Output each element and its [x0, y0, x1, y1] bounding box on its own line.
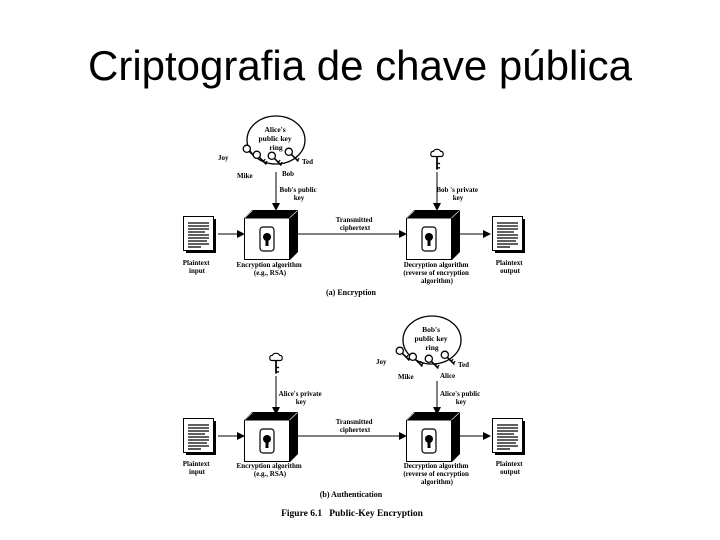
- plaintext-input-document: [183, 216, 217, 254]
- plaintext-output-document: [492, 216, 526, 254]
- decryption-algorithm-box: [406, 412, 460, 462]
- keyring-name-alice: Alice: [440, 372, 455, 380]
- right-key-label: Bob 's private key: [436, 186, 479, 202]
- transmitted-ciphertext-label: Transmitted ciphertext: [336, 418, 375, 434]
- left-key-label: Alice's private key: [279, 390, 324, 406]
- keyring-name-ted: Ted: [458, 361, 469, 369]
- plaintext-input-label: Plaintext input: [183, 460, 212, 476]
- keyring-label: Bob's public key ring: [414, 325, 449, 352]
- encryption-algorithm-label: Encryption algorithm (e.g., RSA): [237, 261, 304, 277]
- keyring-name-mike: Mike: [237, 172, 253, 180]
- private-key-icon: [269, 352, 283, 375]
- decryption-algorithm-box: [406, 210, 460, 260]
- plaintext-input-document: [183, 418, 217, 456]
- keyring-name-mike: Mike: [398, 373, 414, 381]
- private-key-icon: [430, 148, 444, 171]
- encryption-algorithm-box: [244, 412, 298, 462]
- decryption-algorithm-label: Decryption algorithm (reverse of encrypt…: [403, 261, 470, 285]
- keyring-name-bob: Bob: [282, 170, 294, 178]
- panel-sublabel: (a) Encryption: [326, 288, 377, 297]
- right-key-label: Alice's public key: [440, 390, 482, 406]
- panel-authentication: Bob's public key ring Joy Ted Mike Alice…: [183, 315, 526, 499]
- plaintext-output-label: Plaintext output: [496, 460, 525, 476]
- keyring-name-joy: Joy: [376, 358, 387, 366]
- keyring-name-ted: Ted: [302, 158, 313, 166]
- slide-title: Criptografia de chave pública: [88, 42, 632, 89]
- figure-caption: Figure 6.1 Public-Key Encryption: [281, 509, 424, 519]
- encryption-algorithm-box: [244, 210, 298, 260]
- panel-sublabel: (b) Authentication: [320, 490, 383, 499]
- keyring-label: Alice's public key ring: [258, 125, 293, 152]
- plaintext-output-document: [492, 418, 526, 456]
- plaintext-input-label: Plaintext input: [183, 259, 212, 275]
- transmitted-ciphertext-label: Transmitted ciphertext: [336, 216, 375, 232]
- plaintext-output-label: Plaintext output: [496, 259, 525, 275]
- encryption-algorithm-label: Encryption algorithm (e.g., RSA): [237, 462, 304, 478]
- decryption-algorithm-label: Decryption algorithm (reverse of encrypt…: [403, 462, 470, 486]
- left-key-label: Bob's public key: [280, 186, 319, 202]
- panel-encryption: Alice's public key ring Joy Ted Mike Bob…: [183, 115, 526, 297]
- keyring-name-joy: Joy: [218, 154, 229, 162]
